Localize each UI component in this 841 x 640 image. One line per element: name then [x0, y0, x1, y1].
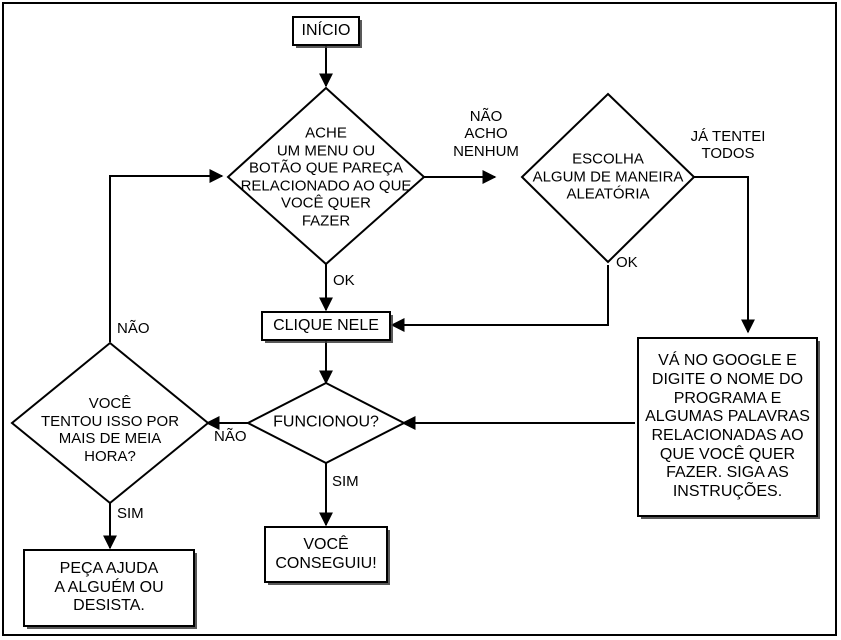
google-line-4: ALGUMAS PALAVRAS [645, 408, 810, 426]
node-sucesso[interactable]: VOCÊ CONSEGUIU! [264, 526, 388, 583]
ajuda-line-2: A ALGUÉM OU [54, 578, 164, 596]
ja-tentei-line-1: JÁ TENTEI [690, 128, 766, 145]
ache-line-3: BOTÃO QUE PAREÇA [249, 159, 403, 177]
node-inicio[interactable]: INÍCIO [292, 16, 360, 46]
node-funcionou-text: FUNCIONOU? [273, 414, 379, 433]
ache-line-1: ACHE [305, 124, 347, 142]
ache-line-4: RELACIONADO AO QUE [240, 177, 412, 194]
google-line-2: DIGITE O NOME DO [651, 370, 804, 388]
decision-escolha-shape [520, 92, 696, 264]
escolha-line-3: ALEATÓRIA [566, 185, 650, 203]
edge-label-nao-funcionou: NÃO [214, 428, 247, 445]
ache-line-2: UM MENU OU [276, 141, 376, 159]
decision-funcionou-shape [245, 381, 407, 465]
edge-label-nao-acho-nenhum: NÃO ACHO NENHUM [453, 108, 519, 160]
sucesso-line-1: VOCÊ [303, 535, 349, 553]
google-line-3: PROGRAMA E [673, 389, 782, 407]
nao-acho-line-1: NÃO [469, 108, 503, 125]
edge-label-ja-tentei-todos: JÁ TENTEI TODOS [691, 128, 766, 163]
meiahora-line-3: MAIS DE MEIA [58, 430, 162, 447]
node-clique-nele-label: CLIQUE NELE [273, 316, 379, 334]
funcionou-line-1: FUNCIONOU? [273, 413, 379, 431]
ja-tentei-line-2: TODOS [701, 145, 755, 163]
decision-meiahora-shape [10, 341, 210, 505]
edge-label-ok-ache: OK [333, 272, 355, 289]
google-line-5: RELACIONADAS AO [651, 427, 804, 444]
edge-escolha-to-clique [390, 265, 609, 332]
node-ajuda-text: PEÇA AJUDA A ALGUÉM OU DESISTA. [54, 560, 163, 616]
escolha-line-1: ESCOLHA [572, 150, 644, 168]
edge-escolha-to-google [693, 176, 755, 334]
ache-line-6: FAZER [301, 212, 351, 230]
node-inicio-label: INÍCIO [301, 21, 351, 39]
nao-acho-line-3: NENHUM [453, 142, 519, 160]
edge-label-nao-meiahora: NÃO [117, 320, 150, 337]
escolha-line-2: ALGUM DE MANEIRA [532, 168, 684, 186]
meiahora-line-1: VOCÊ [88, 394, 132, 412]
google-line-7: FAZER. SIGA AS [666, 464, 789, 482]
meiahora-line-4: HORA? [84, 447, 136, 465]
ajuda-line-3: DESISTA. [73, 597, 145, 615]
edge-label-ok-escolha: OK [616, 254, 638, 271]
node-clique-nele[interactable]: CLIQUE NELE [261, 311, 391, 341]
node-google[interactable]: VÁ NO GOOGLE E DIGITE O NOME DO PROGRAMA… [637, 337, 818, 517]
node-escolha-text: ESCOLHA ALGUM DE MANEIRA ALEATÓRIA [533, 151, 684, 204]
sucesso-line-2: CONSEGUIU! [275, 554, 377, 572]
edge-label-sim-funcionou: SIM [332, 473, 359, 490]
node-meiahora-text: VOCÊ TENTOU ISSO POR MAIS DE MEIA HORA? [41, 395, 179, 465]
google-line-8: INSTRUÇÕES. [672, 483, 783, 501]
node-ache-text: ACHE UM MENU OU BOTÃO QUE PAREÇA RELACIO… [241, 124, 412, 229]
node-ajuda[interactable]: PEÇA AJUDA A ALGUÉM OU DESISTA. [23, 549, 195, 627]
google-line-1: VÁ NO GOOGLE E [658, 352, 797, 370]
decision-ache-shape [226, 86, 426, 266]
edge-meiahora-to-ache [109, 169, 224, 342]
edge-label-sim-meiahora: SIM [117, 505, 144, 522]
nao-acho-line-2: ACHO [464, 125, 508, 143]
node-google-text: VÁ NO GOOGLE E DIGITE O NOME DO PROGRAMA… [645, 352, 810, 502]
ajuda-line-1: PEÇA AJUDA [59, 559, 159, 577]
meiahora-line-2: TENTOU ISSO POR [40, 412, 180, 430]
google-line-6: QUE VOCÊ QUER [659, 445, 796, 463]
ache-line-5: VOCÊ QUER [280, 194, 371, 212]
node-sucesso-text: VOCÊ CONSEGUIU! [275, 536, 376, 573]
